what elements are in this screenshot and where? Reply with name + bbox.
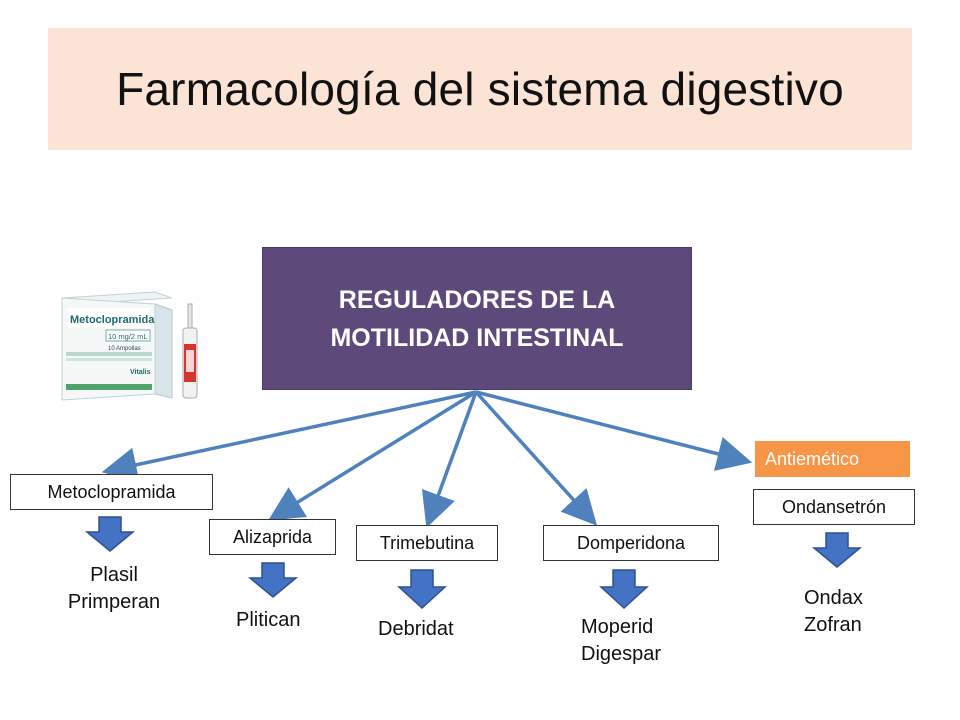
product-ampoules: 10 Ampollas — [108, 346, 141, 352]
brands-trimebutina: Debridat — [378, 616, 454, 643]
product-dose: 10 mg/2 mL — [108, 332, 148, 341]
slide-title: Farmacología del sistema digestivo — [116, 63, 844, 115]
antiemetico-label: Antiemético — [755, 441, 910, 477]
drug-box-domperidona: Domperidona — [543, 525, 719, 561]
center-line-1: REGULADORES DE LA — [338, 285, 616, 314]
brand-debridat: Debridat — [378, 618, 454, 640]
brand-plitican: Plitican — [236, 609, 301, 631]
brands-ondansetron: Ondax Zofran — [804, 585, 863, 639]
down-arrow-domperidona — [599, 569, 649, 610]
drug-box-alizaprida: Alizaprida — [209, 519, 336, 555]
brands-metoclopramida: Plasil Primperan — [60, 562, 168, 616]
center-concept-box: REGULADORES DE LA MOTILIDAD INTESTINAL — [262, 247, 692, 390]
down-arrow-trimebutina — [397, 569, 447, 610]
drug-box-metoclopramida: Metoclopramida — [10, 474, 213, 510]
brand-primperan: Primperan — [67, 591, 161, 613]
center-line-2: MOTILIDAD INTESTINAL — [330, 323, 624, 352]
arrow-to-antiemetico — [475, 390, 753, 471]
brand-digespar: Digespar — [581, 643, 662, 665]
brand-zofran: Zofran — [804, 614, 862, 636]
down-arrow-metoclopramida — [84, 516, 136, 552]
title-band: Farmacología del sistema digestivo — [48, 28, 912, 150]
brand-moperid: Moperid — [581, 616, 654, 638]
metoclopramida-product-image: Metoclopramida 10 mg/2 mL 10 Ampollas Vi… — [61, 291, 198, 401]
brand-ondax: Ondax — [804, 587, 863, 609]
arrow-to-trimebutina — [421, 391, 478, 528]
down-arrow-ondansetron — [811, 532, 863, 568]
product-box-label: Metoclopramida — [70, 314, 155, 326]
brand-plasil: Plasil — [90, 564, 138, 586]
drug-box-ondansetron: Ondansetrón — [753, 489, 915, 525]
down-arrow-alizaprida — [247, 562, 299, 598]
arrow-to-domperidona — [474, 390, 598, 526]
brands-alizaprida: Plitican — [236, 607, 300, 634]
product-brand: Vitalis — [130, 369, 151, 376]
arrow-to-alizaprida — [268, 390, 477, 521]
brands-domperidona: Moperid Digespar — [581, 614, 661, 668]
drug-box-trimebutina: Trimebutina — [356, 525, 498, 561]
